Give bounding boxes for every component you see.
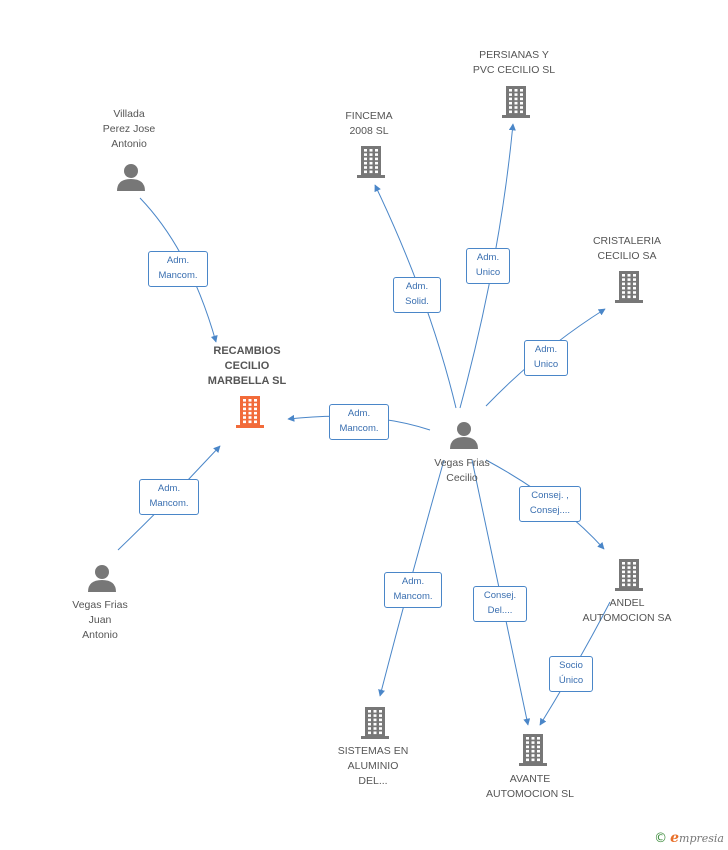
node-label-recambios[interactable]: RECAMBIOS CECILIO MARBELLA SL [208, 344, 286, 389]
node-label-line: RECAMBIOS [213, 345, 281, 357]
node-label-line: CRISTALERIA [592, 235, 662, 247]
relation-label-line: Adm. [166, 255, 190, 266]
node-label-line: PVC CECILIO SL [472, 64, 556, 76]
relation-label[interactable]: Adm. Mancom. [139, 479, 199, 515]
node-villada[interactable] [116, 162, 146, 197]
relation-label-line: Socio [559, 660, 583, 671]
relation-label[interactable]: Adm. Mancom. [384, 572, 442, 608]
node-vegasjuan[interactable] [87, 563, 117, 598]
brand-initial: e [670, 830, 680, 846]
relation-label-line: Solid. [405, 296, 429, 307]
building-icon [615, 271, 643, 303]
node-label-line: Cecilio [446, 472, 478, 484]
node-label-line: CECILIO [224, 360, 270, 372]
relation-label-line: Adm. [476, 252, 500, 263]
relation-label[interactable]: Consej. Del.... [473, 586, 527, 622]
building-icon [519, 734, 547, 766]
node-label-andel[interactable]: ANDEL AUTOMOCION SA [582, 596, 671, 626]
node-label-line: 2008 SL [349, 125, 389, 137]
node-label-line: AVANTE [509, 773, 551, 785]
node-recambios[interactable] [234, 394, 266, 435]
node-label-fincema[interactable]: FINCEMA 2008 SL [345, 109, 392, 139]
relation-label-line: Del.... [487, 605, 513, 616]
node-label-line: AUTOMOCION SA [582, 612, 672, 624]
relation-label-line: Unico [533, 359, 559, 370]
brand-name: mpresia [679, 832, 724, 845]
node-label-line: Vegas Frias [434, 457, 490, 469]
node-label-persianas[interactable]: PERSIANAS Y PVC CECILIO SL [473, 48, 555, 78]
copyright-icon: © [654, 831, 668, 846]
node-label-line: Vegas Frias [72, 599, 128, 611]
relation-label[interactable]: Adm. Mancom. [148, 251, 208, 287]
building-icon [236, 396, 264, 428]
relation-label-line: Adm. [534, 344, 558, 355]
building-icon [502, 86, 530, 118]
building-icon [357, 146, 385, 178]
person-icon [450, 422, 478, 449]
relation-label[interactable]: Adm. Solid. [393, 277, 441, 313]
node-label-line: AUTOMOCION SL [486, 788, 574, 800]
node-avante[interactable] [517, 732, 549, 773]
node-fincema[interactable] [355, 144, 387, 185]
node-persianas[interactable] [500, 84, 532, 125]
relation-label-line: Adm. [347, 408, 371, 419]
relation-label-line: Consej.... [529, 505, 571, 516]
node-label-line: SISTEMAS EN [337, 745, 409, 757]
relation-label-line: Adm. [405, 281, 429, 292]
relation-label-line: Unico [475, 267, 501, 278]
node-label-line: Perez Jose [102, 123, 156, 135]
node-label-avante[interactable]: AVANTE AUTOMOCION SL [486, 772, 574, 802]
relation-label-line: Mancom. [158, 270, 198, 281]
node-label-line: Antonio [111, 138, 147, 150]
node-label-line: CECILIO SA [597, 250, 657, 262]
building-icon [615, 559, 643, 591]
relation-label[interactable]: Adm. Unico [466, 248, 510, 284]
node-cristaleria[interactable] [613, 269, 645, 310]
relation-label-line: Único [558, 675, 584, 686]
node-label-line: MARBELLA SL [207, 375, 287, 387]
node-label-line: Antonio [82, 629, 118, 641]
node-label-cristaleria[interactable]: CRISTALERIA CECILIO SA [593, 234, 661, 264]
node-sistemas[interactable] [359, 705, 391, 746]
person-icon [88, 565, 116, 592]
relation-label-line: Consej. [483, 590, 517, 601]
building-icon [361, 707, 389, 739]
node-label-line: Juan [88, 614, 112, 626]
node-vegascecilio[interactable] [449, 420, 479, 455]
person-icon [117, 164, 145, 191]
relation-label[interactable]: Adm. Unico [524, 340, 568, 376]
empresia-brand[interactable]: ©empresia [654, 830, 724, 846]
node-label-line: ALUMINIO [347, 760, 399, 772]
relation-label-line: Adm. [401, 576, 425, 587]
relation-label-line: Mancom. [339, 423, 379, 434]
relation-label-line: Consej. , [531, 490, 569, 501]
relation-label-line: Mancom. [149, 498, 189, 509]
relation-label-line: Adm. [157, 483, 181, 494]
node-label-line: PERSIANAS Y [479, 49, 549, 61]
relation-label[interactable]: Adm. Mancom. [329, 404, 389, 440]
node-label-line: Villada [113, 108, 145, 120]
node-label-line: ANDEL [609, 597, 645, 609]
node-label-line: FINCEMA [345, 110, 393, 122]
node-andel[interactable] [613, 557, 645, 598]
node-label-line: DEL... [358, 775, 388, 787]
relation-label[interactable]: Consej. , Consej.... [519, 486, 581, 522]
node-label-sistemas[interactable]: SISTEMAS EN ALUMINIO DEL... [338, 744, 409, 789]
relation-label-line: Mancom. [393, 591, 433, 602]
